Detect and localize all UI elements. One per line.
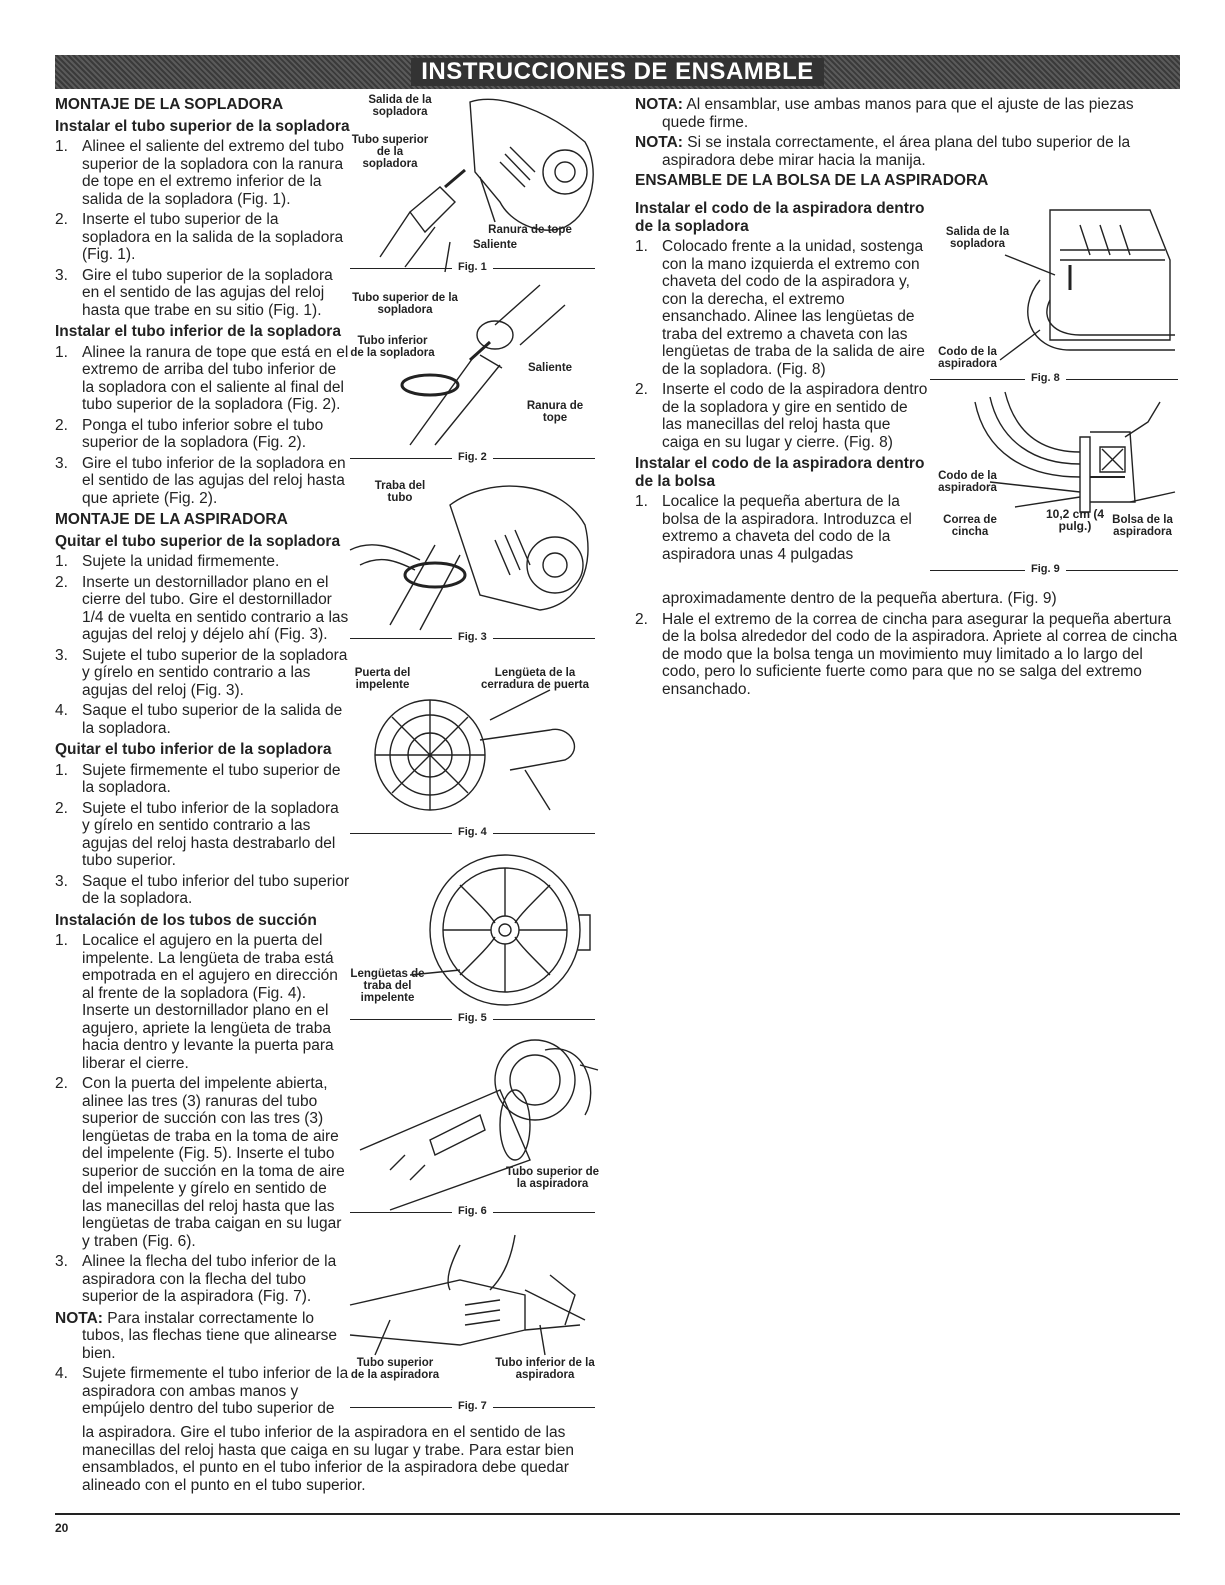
- figure-7: Tubo superior de la aspiradora Tubo infe…: [349, 1234, 600, 1400]
- fig9-label-strap: Correa de cincha: [943, 514, 997, 538]
- list-item-4: 4.Sujete firmemente el tubo inferior de …: [55, 1365, 350, 1418]
- list-lower-tube: 1.Alinee la ranura de tope que está en e…: [55, 344, 350, 508]
- fig1-label-notch: Ranura de tope: [488, 224, 572, 236]
- subheading-lower-tube: Instalar el tubo inferior de la soplador…: [55, 323, 341, 340]
- list-upper-tube: 1.Alinee el saliente del extremo del tub…: [55, 138, 350, 319]
- note-arrows: NOTA: Para instalar correctamente lo tub…: [55, 1309, 338, 1362]
- fig8-label-outlet: Salida de la sopladora: [945, 226, 1010, 250]
- left-column-continuation: la aspiradora. Gire el tubo inferior de …: [82, 1424, 574, 1494]
- figure-2: Tubo superior de la sopladora Tubo infer…: [350, 280, 600, 450]
- fig9-label-elbow: Codo de la aspiradora: [938, 470, 997, 494]
- section-banner: INSTRUCCIONES DE ENSAMBLE: [55, 55, 1180, 89]
- list-item: 1.Alinee el saliente del extremo del tub…: [55, 138, 344, 208]
- list-item: 2.Hale el extremo de la correa de cincha…: [635, 610, 1178, 698]
- figure-6-illustration: [359, 1039, 599, 1211]
- left-column: MONTAJE DE LA SOPLADORA Instalar el tubo…: [55, 96, 350, 1421]
- figure-9-illustration: [974, 391, 1176, 513]
- fig7-caption: Fig. 7: [452, 1400, 493, 1412]
- figure-9: Codo de la aspiradora Correa de cincha 1…: [930, 391, 1180, 562]
- fig4-label-door: Puerta del impelente: [354, 667, 411, 691]
- list-item: 2.Ponga el tubo inferior sobre el tubo s…: [55, 416, 324, 452]
- subheading-suction-tubes: Instalación de los tubos de succión: [55, 911, 317, 929]
- list-item: 3.Saque el tubo inferior del tubo superi…: [55, 872, 350, 908]
- fig3-label-lock: Traba del tubo: [374, 480, 426, 504]
- banner-title: INSTRUCCIONES DE ENSAMBLE: [411, 58, 824, 86]
- list-item: 1.Localice la pequeña abertura de la bol…: [635, 493, 912, 563]
- fig9-caption: Fig. 9: [1025, 563, 1066, 575]
- list-item: 1.Sujete la unidad firmemente.: [55, 553, 280, 570]
- figure-2-illustration: [400, 284, 566, 446]
- fig7-label-lower: Tubo inferior de la aspiradora: [495, 1357, 595, 1381]
- fig5-label-tabs: Lengüetas de traba del impelente: [350, 968, 425, 1004]
- fig9-label-bag: Bolsa de la aspiradora: [1112, 514, 1173, 538]
- list-remove-lower: 1.Sujete firmemente el tubo superior de …: [55, 762, 350, 908]
- fig7-label-upper: Tubo superior de la aspiradora: [350, 1357, 440, 1381]
- fig2-label-upper: Tubo superior de la sopladora: [352, 292, 458, 316]
- figure-6: Tubo superior de la aspiradora: [350, 1030, 600, 1211]
- list-item: 2.Inserte un destornillador plano en el …: [55, 573, 349, 644]
- list-item: 1.Sujete firmemente el tubo superior de …: [55, 761, 341, 797]
- fig6-caption: Fig. 6: [452, 1205, 493, 1217]
- fig4-label-latch: Lengüeta de la cerradura de puerta: [480, 667, 589, 691]
- fig1-label-tab: Saliente: [472, 239, 518, 251]
- fig1-label-upper-tube: Tubo superior de la sopladora: [351, 134, 429, 170]
- fig2-label-tab: Saliente: [527, 362, 573, 374]
- list-item: 2.Con la puerta del impelente abierta, a…: [55, 1075, 345, 1250]
- list-item: 3.Alinee la flecha del tubo inferior de …: [55, 1253, 337, 1305]
- fig1-label-outlet: Salida de la sopladora: [368, 94, 432, 118]
- list-item: 2.Sujete el tubo inferior de la soplador…: [55, 799, 339, 870]
- fig5-caption: Fig. 5: [452, 1012, 493, 1024]
- subheading-upper-tube: Instalar el tubo superior de la soplador…: [55, 117, 350, 135]
- fig2-label-notch: Ranura de tope: [526, 400, 584, 424]
- fig8-caption: Fig. 8: [1025, 372, 1066, 384]
- subheading-remove-upper: Quitar el tubo superior de la sopladora: [55, 532, 341, 550]
- figure-3: Traba del tubo: [349, 465, 600, 631]
- figure-5-illustration: [409, 854, 591, 1006]
- fig2-caption: Fig. 2: [452, 451, 493, 463]
- list-item: 2.Inserte el codo de la aspiradora dentr…: [635, 381, 928, 451]
- fig9-label-length: 10,2 cm (4 pulg.): [1045, 507, 1105, 533]
- list-item: 3.Sujete el tubo superior de la soplador…: [55, 646, 348, 699]
- list-suction-tubes: 1.Localice el agujero en la puerta del i…: [55, 932, 350, 1306]
- list-item: 3.Gire el tubo inferior de la sopladora …: [55, 454, 346, 507]
- page-number: 20: [55, 1521, 69, 1535]
- list-item: 1.Localice el agujero en la puerta del i…: [55, 932, 338, 1072]
- subheading-remove-lower: Quitar el tubo inferior de la sopladora: [55, 741, 332, 758]
- figure-8-illustration: [999, 209, 1175, 361]
- list-item: 1.Alinee la ranura de tope que está en e…: [55, 343, 349, 414]
- section-title-vacuum: MONTAJE DE LA ASPIRADORA: [55, 511, 288, 528]
- list-remove-upper: 1.Sujete la unidad firmemente. 2.Inserte…: [55, 553, 350, 737]
- right-column: Instalar el codo de la aspiradora dentro…: [635, 198, 930, 566]
- fig8-label-elbow: Codo de la aspiradora: [938, 346, 997, 370]
- figure-7-illustration: [349, 1234, 586, 1356]
- list-item: 2.Inserte el tubo superior de la soplado…: [55, 211, 344, 263]
- list-item: 4.Saque el tubo superior de la salida de…: [55, 702, 343, 737]
- list-item: 4.Sujete firmemente el tubo inferior de …: [55, 1365, 349, 1417]
- footer-rule: [55, 1513, 1180, 1515]
- fig4-caption: Fig. 4: [452, 826, 493, 838]
- fig2-label-lower: Tubo inferior de la sopladora: [350, 335, 435, 359]
- right-column-continuation: aproximadamente dentro de la pequeña abe…: [635, 590, 1180, 702]
- fig1-caption: Fig. 1: [452, 261, 493, 273]
- right-notes: NOTA: Al ensamblar, use ambas manos para…: [635, 96, 1180, 194]
- note-flat-area: NOTA: Si se instala correctamente, el ár…: [635, 134, 1131, 169]
- figure-1: Salida de la sopladora Tubo superior de …: [350, 92, 600, 277]
- figure-4: Puerta del impelente Lengüeta de la cerr…: [350, 660, 600, 825]
- figure-1-illustration: [379, 98, 594, 273]
- fig6-label-upper: Tubo superior de la aspiradora: [505, 1166, 600, 1190]
- list-elbow-bag: 1.Localice la pequeña abertura de la bol…: [635, 493, 930, 563]
- figure-8: Salida de la sopladora Codo de la aspira…: [930, 200, 1180, 380]
- section-title-blower: MONTAJE DE LA SOPLADORA: [55, 96, 284, 113]
- note-both-hands: NOTA: Al ensamblar, use ambas manos para…: [635, 96, 1134, 131]
- fig3-caption: Fig. 3: [452, 631, 493, 643]
- list-elbow-blower: 1.Colocado frente a la unidad, sostenga …: [635, 238, 930, 451]
- list-item: 1.Colocado frente a la unidad, sostenga …: [635, 238, 925, 378]
- section-title-bag: ENSAMBLE DE LA BOLSA DE LA ASPIRADORA: [635, 172, 989, 189]
- subheading-elbow-blower: Instalar el codo de la aspiradora dentro…: [635, 200, 925, 235]
- figure-4-illustration: [374, 689, 576, 811]
- subheading-elbow-bag: Instalar el codo de la aspiradora dentro…: [635, 455, 925, 490]
- figure-3-illustration: [349, 485, 589, 631]
- list-item: 3.Gire el tubo superior de la sopladora …: [55, 266, 333, 319]
- figure-5: Lengüetas de traba del impelente: [350, 845, 600, 1010]
